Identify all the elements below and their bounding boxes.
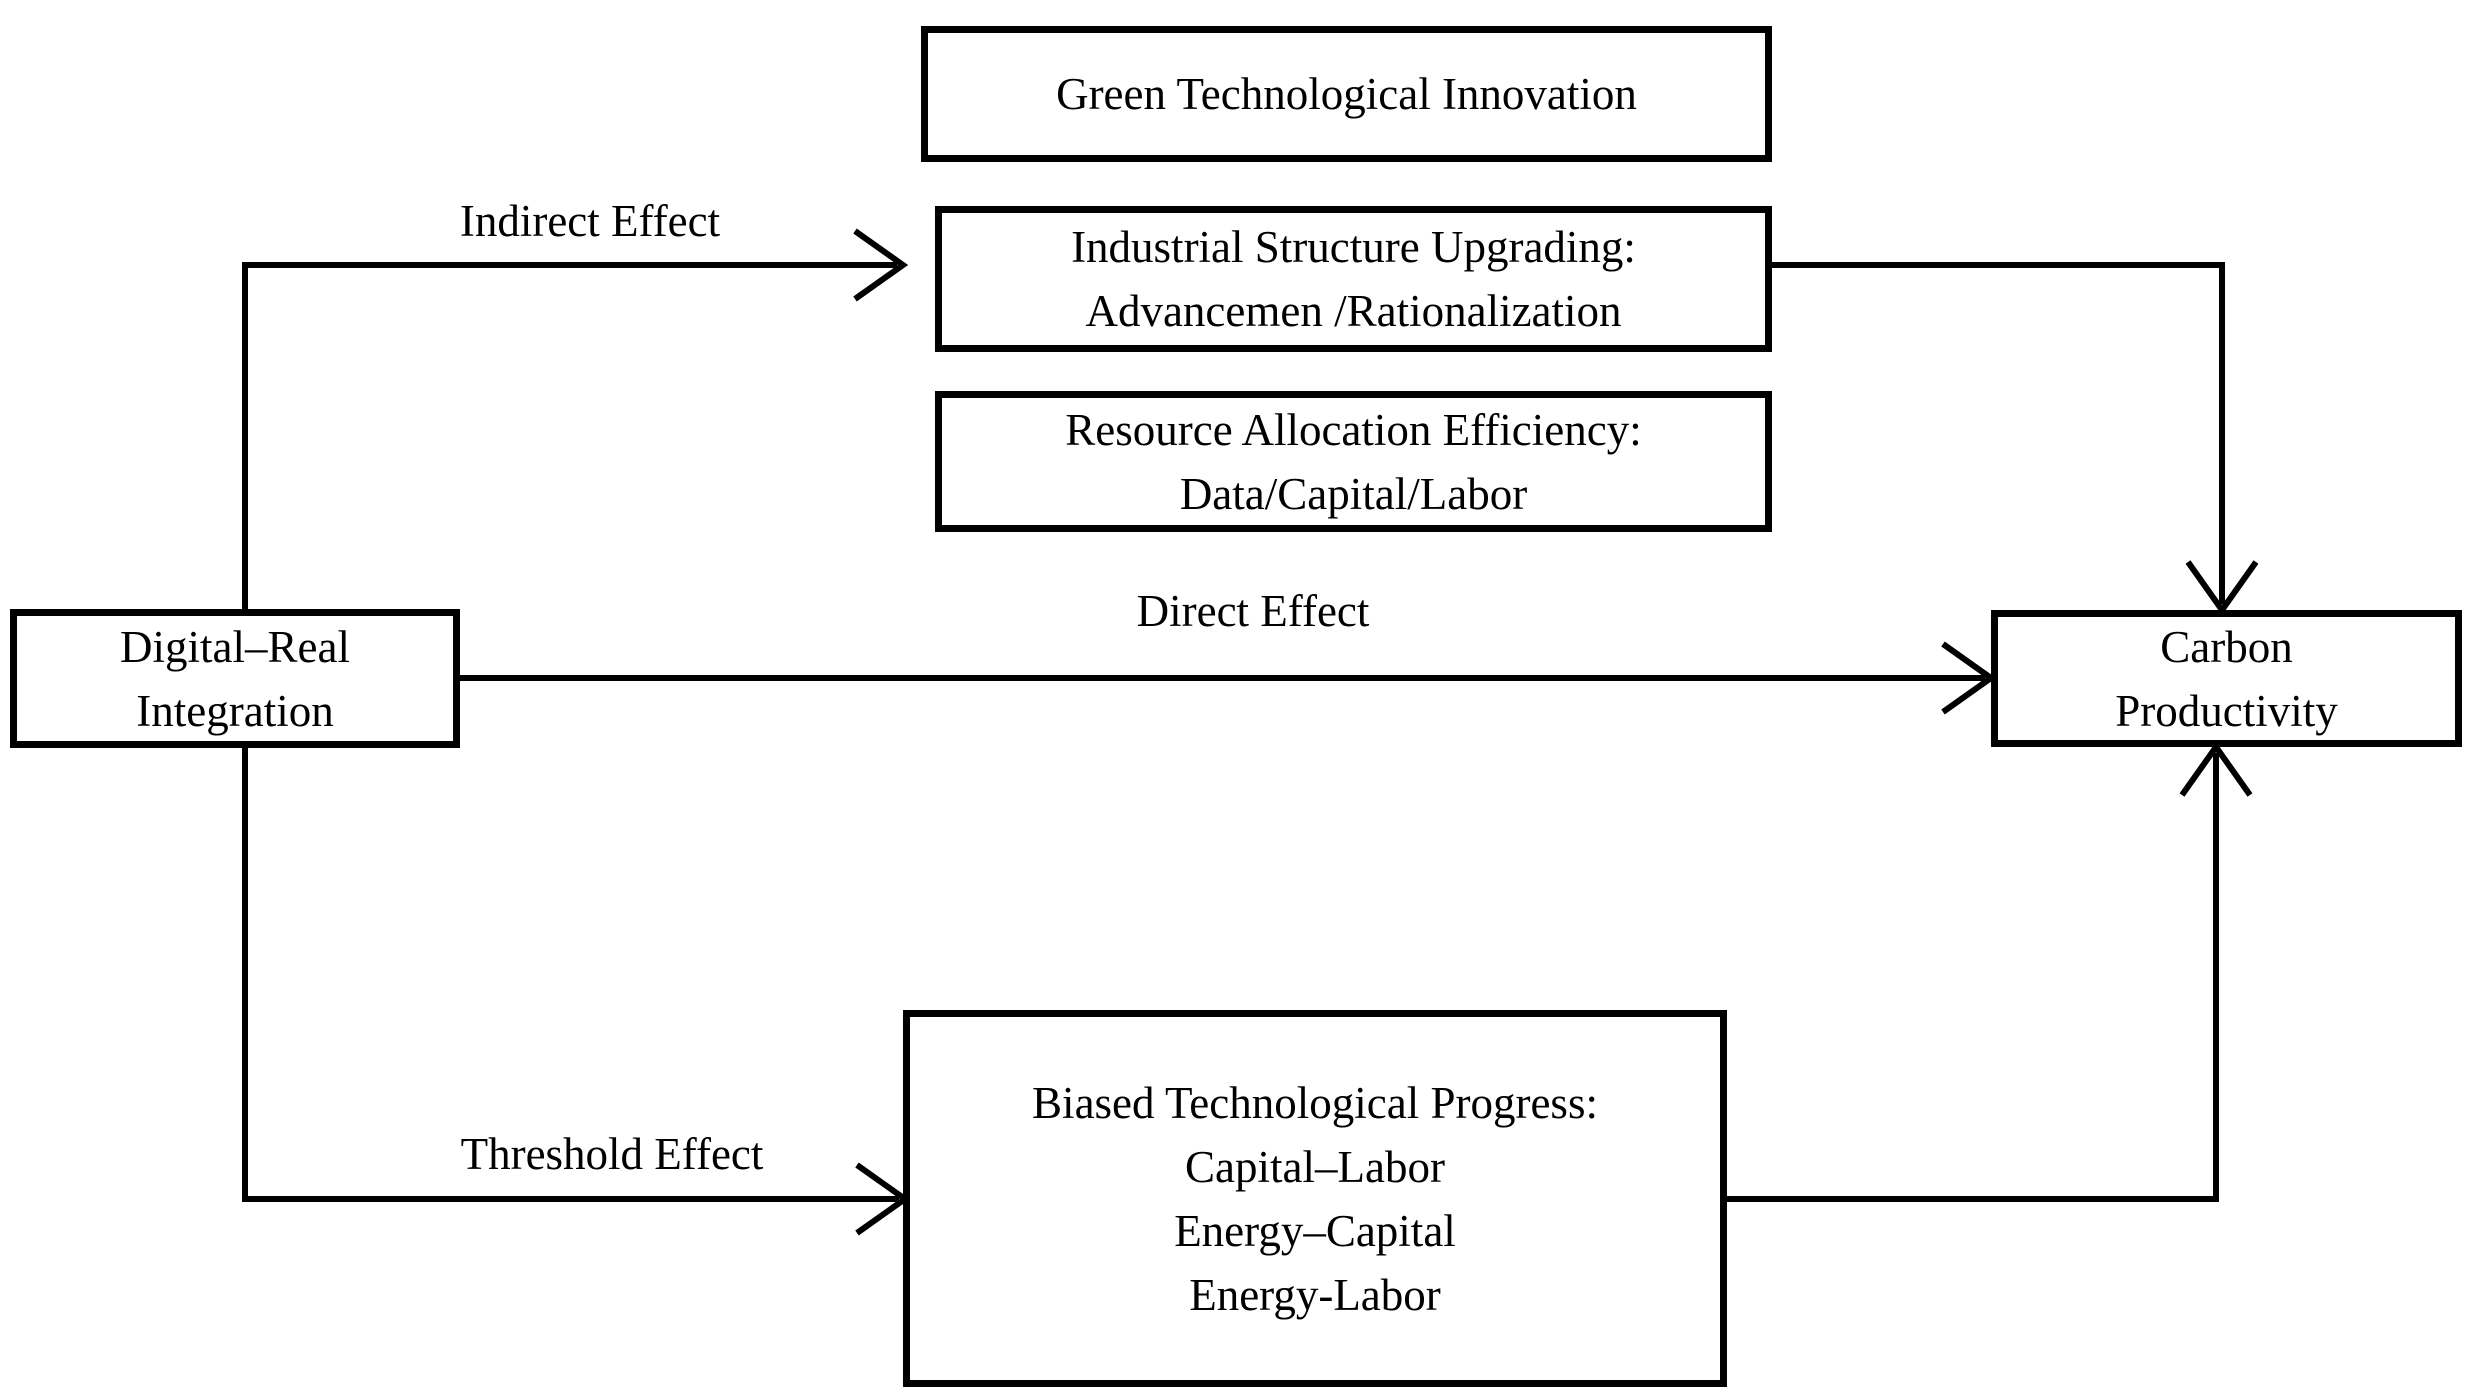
industrial-to-carbon-arrow	[1772, 262, 2225, 604]
direct-effect-label: Direct Effect	[1136, 586, 1370, 636]
threshold-effect-arrow	[242, 746, 899, 1202]
node-carbon-text-line2: Productivity	[2115, 685, 2338, 736]
node-resource-text-line2: Data/Capital/Labor	[1179, 468, 1528, 519]
node-carbon-text-line1: Carbon	[2160, 621, 2293, 672]
node-green-text: Green Technological Innovation	[1056, 69, 1637, 119]
node-biased-text-line2: Capital–Labor	[1185, 1141, 1445, 1192]
indirect-effect-arrow	[242, 262, 897, 611]
node-digital-text-line2: Integration	[136, 685, 334, 736]
node-industrial-text-line1: Industrial Structure Upgrading:	[1071, 222, 1636, 272]
node-resource-text-line1: Resource Allocation Efficiency:	[1065, 404, 1642, 455]
node-industrial-structure-upgrading: Industrial Structure Upgrading: Advancem…	[935, 206, 1772, 352]
biased-to-carbon-arrow	[1727, 753, 2219, 1202]
node-biased-text-line4: Energy-Labor	[1189, 1269, 1441, 1320]
node-digital-text-line1: Digital–Real	[120, 621, 350, 672]
biased-to-carbon-arrowhead-icon	[2179, 741, 2253, 797]
threshold-effect-label: Threshold Effect	[460, 1129, 764, 1179]
node-biased-text-line3: Energy–Capital	[1174, 1205, 1456, 1256]
node-biased-technological-progress: Biased Technological Progress: Capital–L…	[903, 1010, 1727, 1387]
node-carbon-productivity: Carbon Productivity	[1991, 610, 2462, 747]
indirect-effect-label: Indirect Effect	[459, 196, 721, 246]
node-digital-real-integration: Digital–Real Integration	[10, 609, 460, 748]
node-green-technological-innovation: Green Technological Innovation	[921, 26, 1772, 162]
node-biased-text-line1: Biased Technological Progress:	[1032, 1077, 1598, 1128]
node-industrial-text-line2: Advancemen /Rationalization	[1085, 286, 1622, 336]
node-resource-allocation-efficiency: Resource Allocation Efficiency: Data/Cap…	[935, 391, 1772, 532]
indirect-effect-arrowhead-icon	[853, 228, 909, 302]
